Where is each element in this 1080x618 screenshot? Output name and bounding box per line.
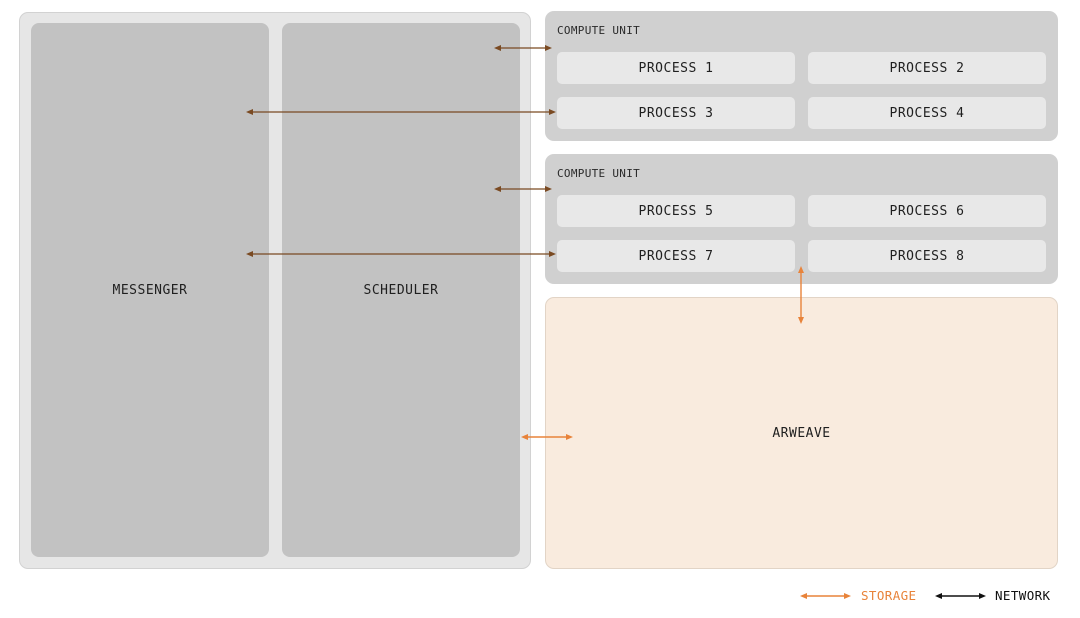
scheduler-label: SCHEDULER	[363, 282, 439, 298]
arrow-messenger-process-3	[246, 109, 556, 115]
storage-arrows	[521, 266, 804, 440]
arrow-head-left	[494, 186, 501, 192]
compute-unit-label: COMPUTE UNIT	[557, 167, 641, 180]
process-label: PROCESS 7	[638, 248, 714, 264]
arrow-messenger-process-7	[246, 251, 556, 257]
process-label: PROCESS 5	[638, 203, 714, 219]
process-5[interactable]: PROCESS 5	[557, 195, 795, 227]
process-7[interactable]: PROCESS 7	[557, 240, 795, 272]
arrow-scheduler-compute-unit-2	[494, 186, 552, 192]
process-6[interactable]: PROCESS 6	[808, 195, 1046, 227]
process-label: PROCESS 2	[889, 60, 965, 76]
process-4[interactable]: PROCESS 4	[808, 97, 1046, 129]
process-3[interactable]: PROCESS 3	[557, 97, 795, 129]
arrow-head-left	[246, 251, 253, 257]
legend-network-label: NETWORK	[995, 588, 1051, 603]
arweave-label: ARWEAVE	[772, 425, 831, 441]
arrow-head-right	[549, 109, 556, 115]
process-8[interactable]: PROCESS 8	[808, 240, 1046, 272]
arrow-head-right	[566, 434, 573, 440]
arrow-head-left	[521, 434, 528, 440]
arrow-head-right	[979, 593, 986, 599]
arrow-head-down	[798, 317, 804, 324]
process-label: PROCESS 3	[638, 105, 714, 121]
process-label: PROCESS 1	[638, 60, 714, 76]
arrow-head-left	[935, 593, 942, 599]
compute-unit-1[interactable]: COMPUTE UNIT PROCESS 1 PROCESS 2 PROCESS…	[545, 11, 1058, 141]
arrow-head-left	[494, 45, 501, 51]
compute-unit-2[interactable]: COMPUTE UNIT PROCESS 5 PROCESS 6 PROCESS…	[545, 154, 1058, 284]
process-label: PROCESS 6	[889, 203, 965, 219]
legend-storage-label: STORAGE	[861, 588, 917, 603]
legend-storage-arrow	[800, 593, 851, 599]
messenger-label: MESSENGER	[112, 282, 188, 298]
process-label: PROCESS 8	[889, 248, 965, 264]
network-arrows	[246, 45, 556, 257]
arrow-head-up	[798, 266, 804, 273]
arrow-head-right	[549, 251, 556, 257]
process-2[interactable]: PROCESS 2	[808, 52, 1046, 84]
legend-network-arrow	[935, 593, 986, 599]
arrow-head-left	[800, 593, 807, 599]
compute-unit-label: COMPUTE UNIT	[557, 24, 641, 37]
messenger-block[interactable]: MESSENGER	[31, 23, 269, 557]
process-label: PROCESS 4	[889, 105, 965, 121]
arrow-head-right	[545, 186, 552, 192]
arrow-process-7-arweave	[798, 266, 804, 324]
arrow-head-left	[246, 109, 253, 115]
arrow-head-right	[545, 45, 552, 51]
arweave-block[interactable]: ARWEAVE	[545, 297, 1058, 569]
process-1[interactable]: PROCESS 1	[557, 52, 795, 84]
arrow-scheduler-compute-unit-1	[494, 45, 552, 51]
arrow-head-right	[844, 593, 851, 599]
arrow-scheduler-arweave	[521, 434, 573, 440]
